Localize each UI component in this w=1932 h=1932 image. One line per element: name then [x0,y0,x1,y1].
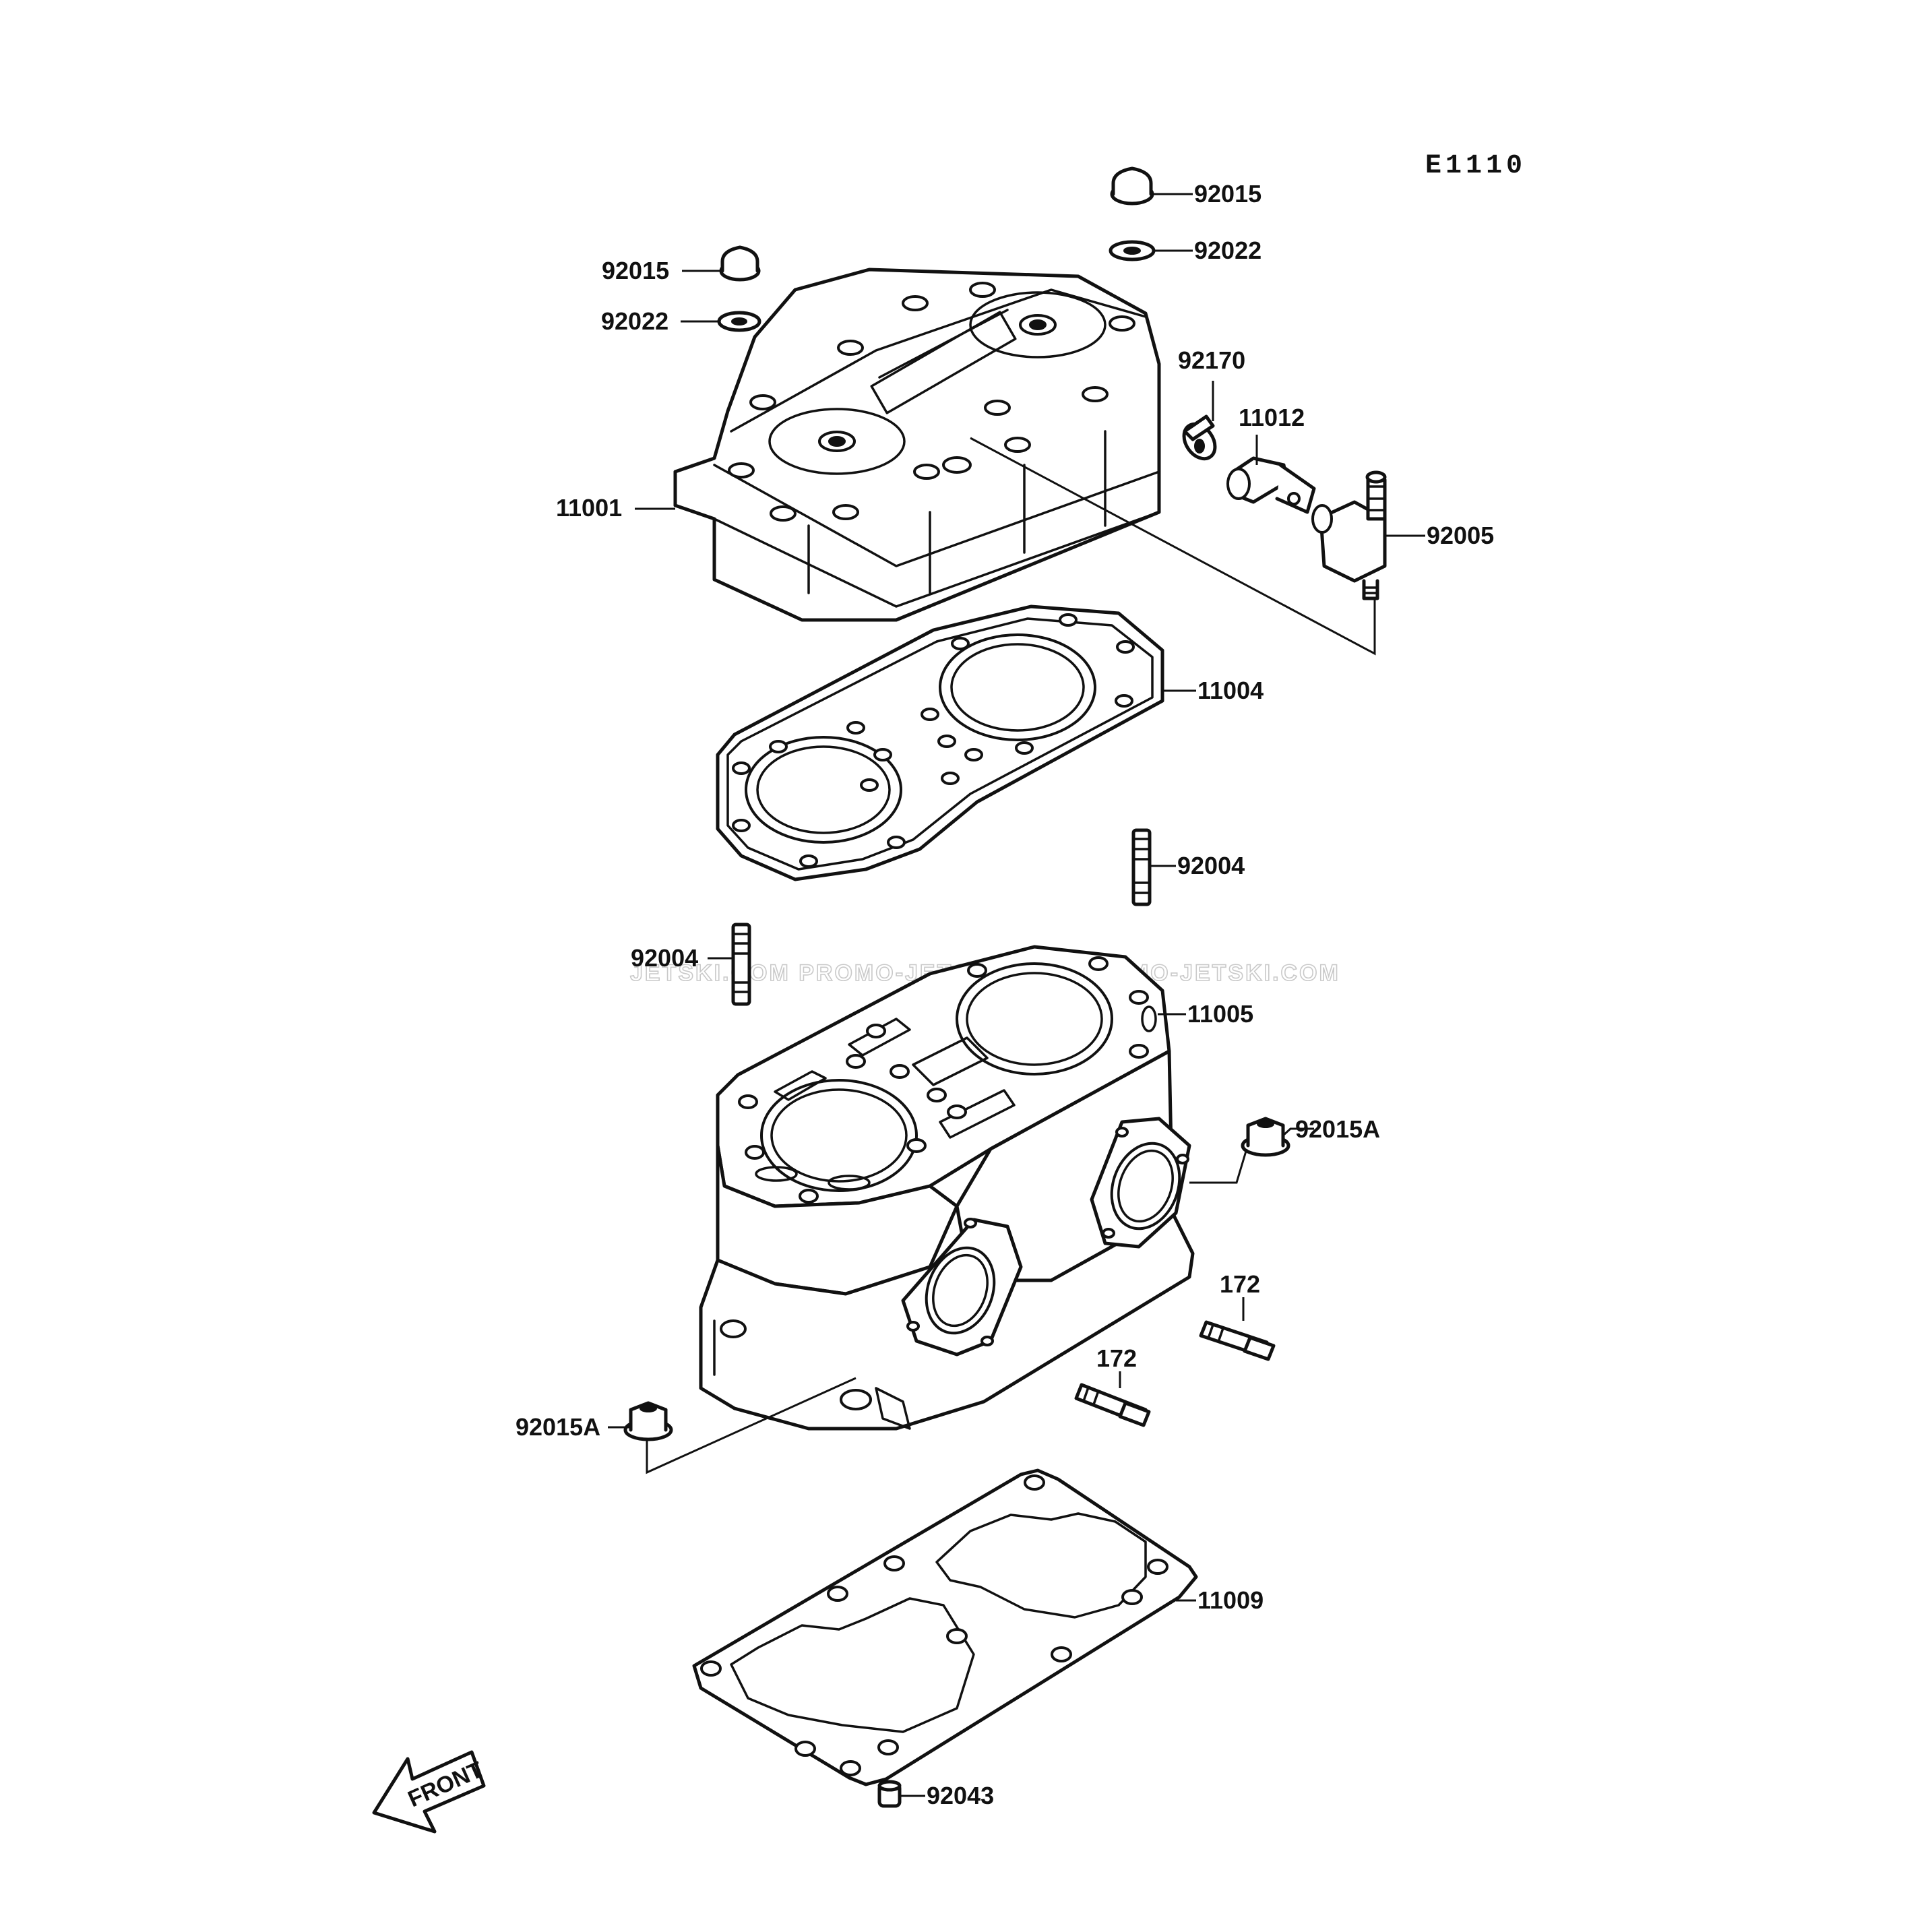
head-gasket-11004 [716,604,1164,881]
stud-172-lower [1074,1383,1151,1427]
washer-92022-upper [1109,240,1156,261]
callout-92022-upper: 92022 [1194,237,1261,264]
callout-92015-upper: 92015 [1194,180,1261,208]
callout-92015-left: 92015 [602,257,669,284]
cylinder-head-11001 [673,268,1161,622]
flange-nut-92015A-right [1241,1117,1290,1157]
diagram-code: E1110 [1425,151,1526,181]
callout-92005: 92005 [1427,522,1494,549]
base-gasket-11009 [692,1468,1198,1786]
callout-11001: 11001 [556,494,622,522]
dowel-pin-92043 [877,1780,902,1808]
callout-92004-right: 92004 [1177,852,1245,879]
cap-nut-92015-upper [1110,166,1154,206]
stud-92004-right [1131,828,1152,906]
washer-92022-left [717,311,761,332]
leader-lines [608,193,1425,1797]
callout-11005: 11005 [1187,1000,1253,1028]
stud-172-upper [1199,1320,1276,1361]
stud-92004-left [731,923,751,1006]
callout-172-lower: 172 [1096,1344,1137,1372]
callout-92015A-right: 92015A [1295,1115,1380,1143]
cylinder-block-11005 [699,945,1195,1431]
cap-nut-92015-left [719,245,761,282]
flange-nut-92015A-left [623,1401,673,1441]
callout-labels: 92015 92022 92015 92022 92170 11012 1100… [516,180,1494,1809]
front-arrow: FRONT [372,1750,487,1834]
callout-92015A-left: 92015A [516,1413,600,1441]
elbow-fitting-92005 [1311,470,1387,600]
callout-92004-left: 92004 [631,944,698,972]
callout-92022-left: 92022 [601,307,668,335]
callout-11009: 11009 [1197,1586,1264,1614]
callout-11012: 11012 [1239,404,1305,431]
callout-92043: 92043 [927,1782,994,1809]
callout-92170: 92170 [1178,346,1245,374]
hose-fitting-11012 [1226,456,1316,514]
clamp-92170 [1182,414,1217,461]
callout-172-upper: 172 [1220,1270,1260,1298]
callout-11004: 11004 [1197,677,1264,704]
